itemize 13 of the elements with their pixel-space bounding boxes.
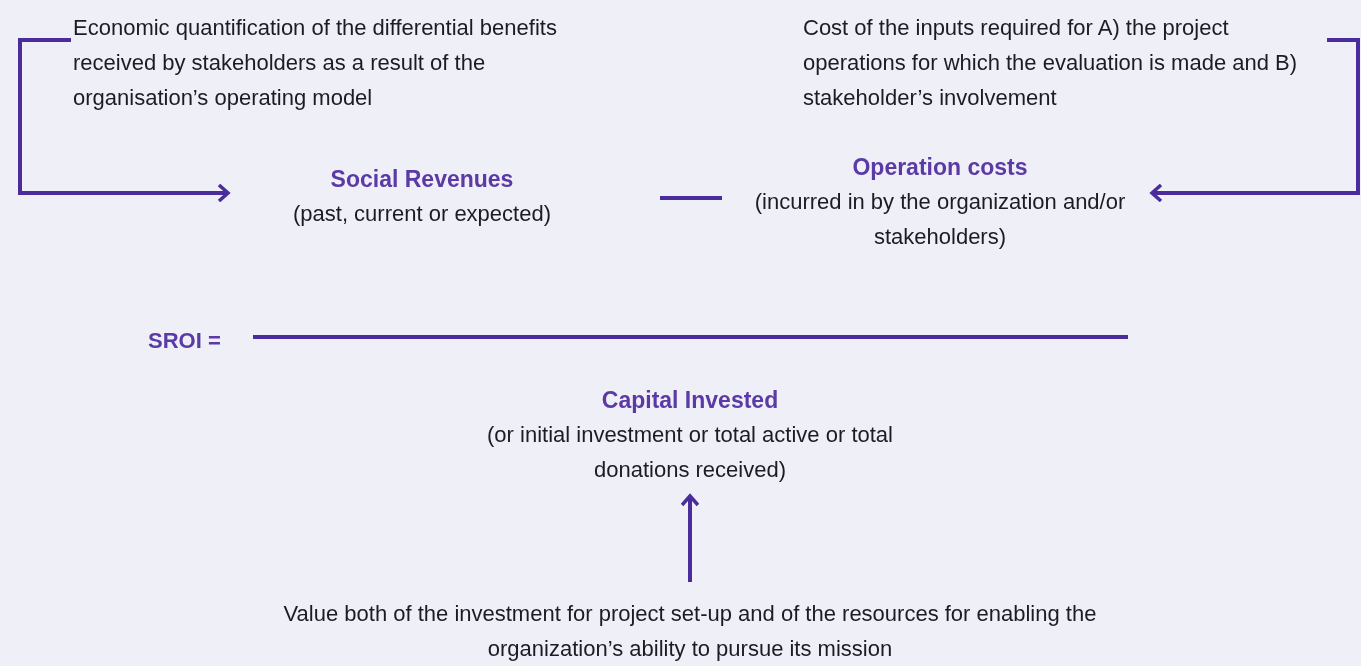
term-description: (past, current or expected) — [293, 199, 551, 228]
arrow — [18, 38, 230, 203]
term-heading: Capital Invested — [601, 386, 779, 415]
term-heading: Social Revenues — [330, 164, 514, 194]
term-description: (or initial investment or total active or total donations received) — [486, 421, 894, 484]
formula-label: SROI = — [148, 327, 221, 355]
description-text: Value both of the investment for project set-up and of the resources for enabling the organization’s ability to pursue its mission — [282, 600, 1098, 663]
description-text: Cost of the inputs required for A) the project operations for which the evaluation is made and B) stakeholder’s involvement — [803, 13, 1299, 112]
term-description: (incurred in by the organization and/or stakeholders) — [753, 188, 1127, 251]
arrow — [680, 494, 700, 582]
term-heading: Operation costs — [852, 153, 1028, 182]
description-text: Economic quantification of the differential benefits received by stakeholders as a result of the organisation’s operating model — [73, 13, 558, 112]
arrow — [1150, 38, 1360, 203]
